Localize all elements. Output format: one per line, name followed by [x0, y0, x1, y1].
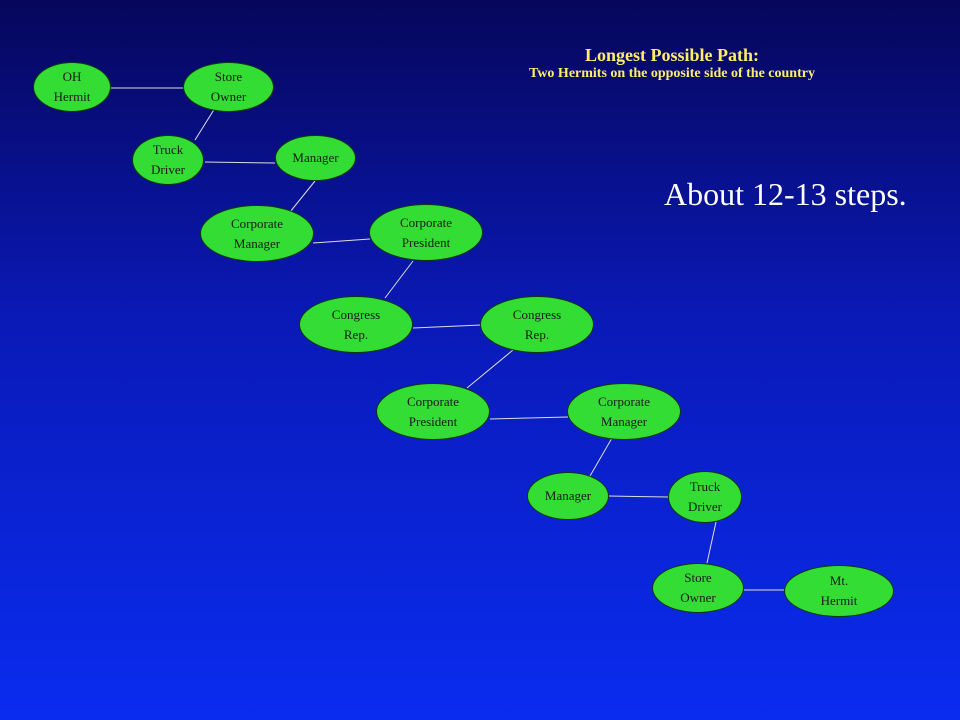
- node-label: Manager: [544, 488, 592, 503]
- diagram-title: Longest Possible Path:: [584, 45, 759, 65]
- node-label: Corporate President: [400, 214, 452, 250]
- edge: [384, 260, 414, 299]
- node-manager-2: Manager: [527, 472, 609, 520]
- node-label: Congress Rep.: [512, 306, 562, 342]
- node-label: Store Owner: [210, 69, 247, 104]
- edge: [489, 416, 569, 420]
- diagram-subtitle: Two Hermits on the opposite side of the …: [529, 66, 815, 81]
- edge: [194, 107, 216, 141]
- node-oh-hermit: OH Hermit: [33, 62, 111, 112]
- node-label: Store Owner: [680, 570, 716, 605]
- edge: [412, 324, 482, 329]
- node-manager-1: Manager: [275, 135, 356, 181]
- edge: [608, 495, 669, 498]
- node-label: OH Hermit: [53, 69, 91, 104]
- node-congress-rep-1: Congress Rep.: [299, 296, 413, 353]
- node-corporate-manager-2: Corporate Manager: [567, 383, 681, 440]
- node-label: Manager: [292, 150, 339, 165]
- edge: [589, 437, 613, 477]
- edge: [466, 349, 514, 389]
- node-label: Corporate Manager: [231, 215, 283, 251]
- edge: [706, 521, 717, 564]
- node-label: Corporate President: [407, 393, 459, 429]
- node-label: Congress Rep.: [331, 306, 381, 342]
- edge: [204, 161, 276, 164]
- steps-callout: About 12-13 steps.: [664, 176, 907, 212]
- node-congress-rep-2: Congress Rep.: [480, 296, 594, 353]
- node-corporate-president-1: Corporate President: [369, 204, 483, 261]
- node-mt-hermit: Mt. Hermit: [784, 565, 894, 617]
- node-truck-driver-1: Truck Driver: [132, 135, 204, 185]
- diagram-header: Longest Possible Path: Two Hermits on th…: [460, 44, 884, 82]
- node-label: Truck Driver: [688, 479, 722, 514]
- edge: [289, 180, 316, 213]
- node-corporate-manager-1: Corporate Manager: [200, 205, 314, 262]
- node-label: Truck Driver: [151, 142, 185, 177]
- node-store-owner-1: Store Owner: [183, 62, 274, 112]
- node-truck-driver-2: Truck Driver: [668, 471, 742, 523]
- node-label: Corporate Manager: [598, 393, 650, 429]
- edge: [312, 238, 371, 244]
- node-corporate-president-2: Corporate President: [376, 383, 490, 440]
- node-label: Mt. Hermit: [820, 573, 858, 608]
- node-store-owner-2: Store Owner: [652, 563, 744, 613]
